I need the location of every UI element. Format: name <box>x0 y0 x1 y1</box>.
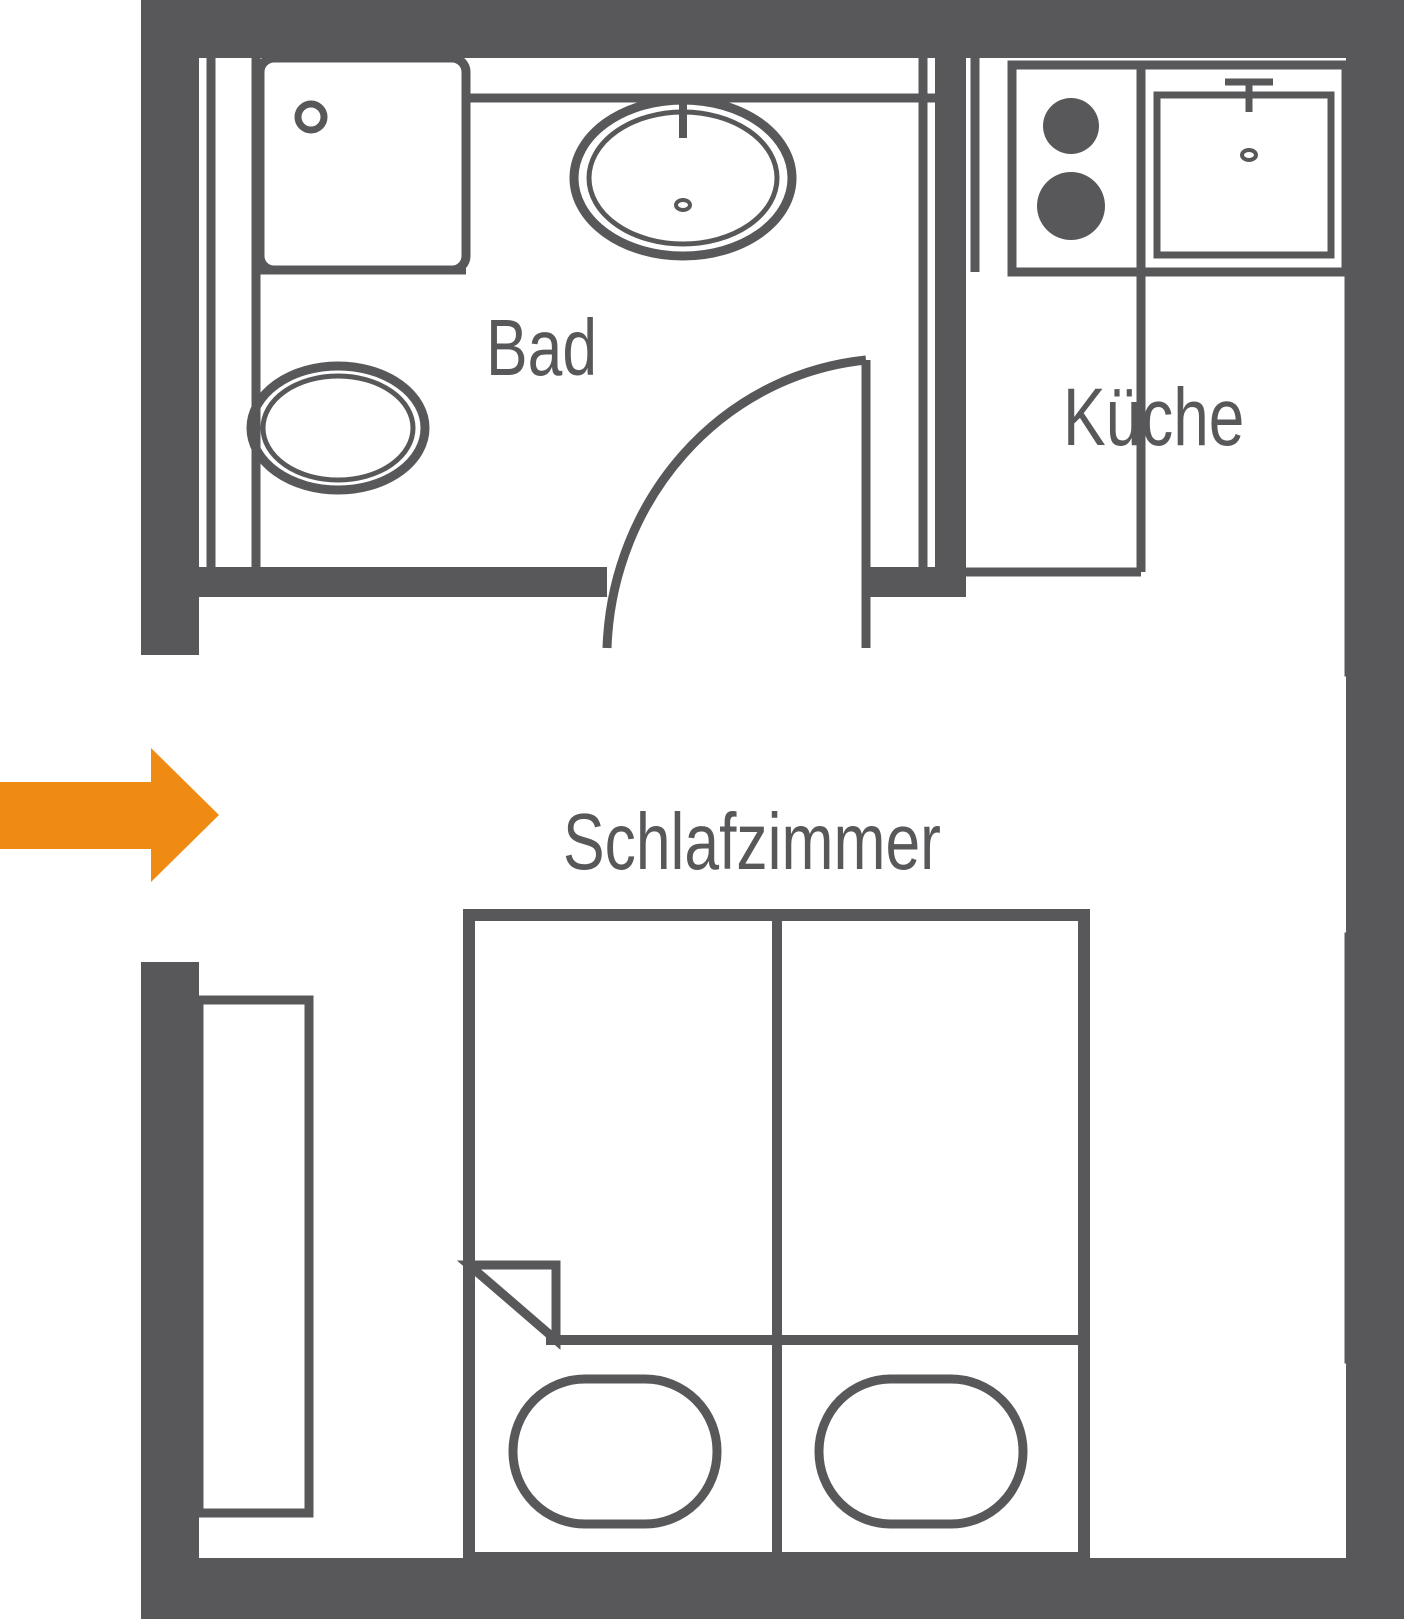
wall-right <box>1346 0 1404 1619</box>
pillow-left <box>508 1374 722 1529</box>
arrow-right-icon <box>0 748 219 882</box>
wall-bottom <box>141 1558 1404 1619</box>
stove-burner-top <box>1043 98 1099 154</box>
wall-bath-kitchen <box>935 58 966 597</box>
shower <box>255 53 471 275</box>
bath-door <box>602 355 871 649</box>
wardrobe <box>194 995 314 1518</box>
wall-left-upper <box>141 0 199 655</box>
pillow-right <box>814 1374 1028 1529</box>
bath-faucet <box>656 96 710 138</box>
bed-blanket-fold <box>456 1260 561 1350</box>
room-label-bathroom: Bad <box>486 303 598 392</box>
kitchen-counter <box>1007 60 1351 277</box>
wall-left-lower <box>141 962 199 1619</box>
shower-drain <box>294 100 328 134</box>
stove-burner-bottom <box>1037 172 1105 240</box>
wall-top <box>141 0 1404 58</box>
kitchen-faucet <box>1225 78 1273 112</box>
room-label-kitchen: Küche <box>1063 372 1245 463</box>
wall-bath-bottom-left <box>199 567 607 597</box>
kitchen-sink <box>1153 91 1335 259</box>
toilet <box>246 361 430 495</box>
room-label-bedroom: Schlafzimmer <box>563 797 941 886</box>
